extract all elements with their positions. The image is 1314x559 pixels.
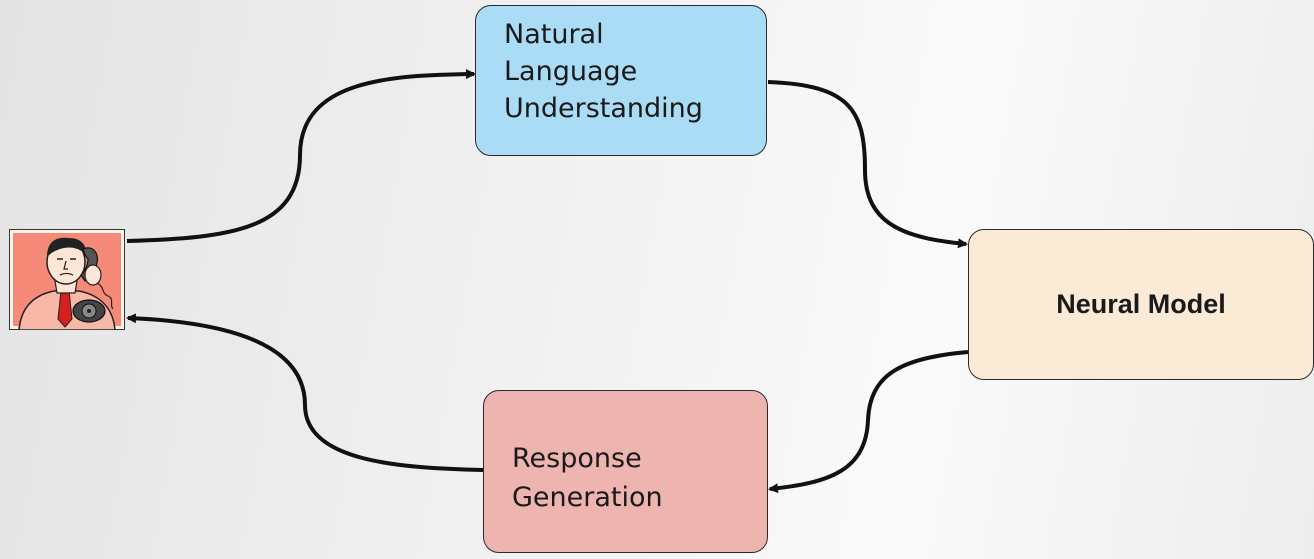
person-on-phone-icon [9,229,125,330]
arrow-user-to-nlu [126,69,476,243]
arrow-nlu-to-neural [767,80,968,249]
nlu-line-2: Language [504,56,638,87]
response-line-2: Generation [512,482,663,513]
neural-model-box: Neural Model [968,229,1314,380]
nlu-line-3: Understanding [504,93,703,124]
arrow-response-to-user [126,313,484,472]
nlu-line-1: Natural [504,19,604,50]
arrow-neural-to-response [768,350,969,494]
neural-model-label: Neural Model [1056,289,1226,319]
response-line-1: Response [512,443,642,474]
response-generation-box: Response Generation [483,390,768,553]
nlu-box: Natural Language Understanding [475,5,767,156]
